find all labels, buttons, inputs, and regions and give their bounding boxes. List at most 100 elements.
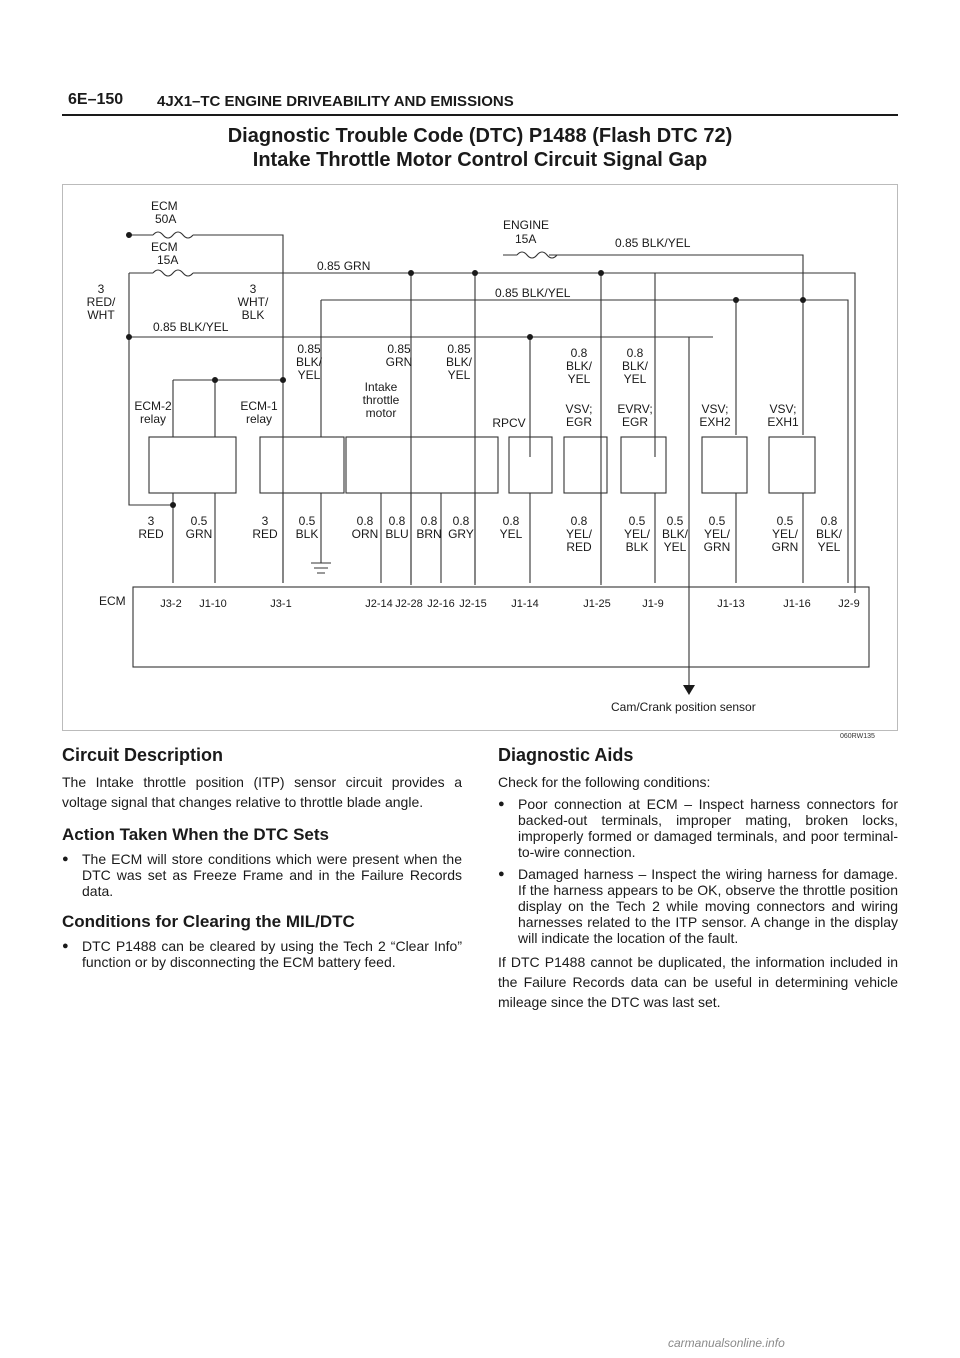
circuit-description-heading: Circuit Description: [62, 745, 224, 765]
component-label: ECM-2: [134, 399, 172, 413]
upper-wire-label: 0.8: [571, 346, 588, 360]
component-label: ECM-1: [240, 399, 278, 413]
upper-wire-label: 0.85: [297, 342, 321, 356]
lower-wire-label: YEL/: [624, 527, 651, 541]
lower-wire-label: BLK/: [662, 527, 689, 541]
ecm-pin-label: J2-15: [459, 598, 487, 610]
action-taken-heading: Action Taken When the DTC Sets: [62, 825, 329, 844]
lower-wire-label: 3: [148, 514, 155, 528]
circuit-description-text: The Intake throttle position (ITP) senso…: [62, 774, 462, 810]
upper-wire-label: BLK/: [622, 359, 649, 373]
wire-label-blkyel: 0.85 BLK/YEL: [495, 286, 571, 300]
lower-wire-label: 0.5: [709, 514, 726, 528]
upper-wire-label: YEL: [568, 372, 591, 386]
component-label: EXH2: [699, 415, 731, 429]
wire-label-grn: 0.85 GRN: [317, 259, 370, 273]
component-label: VSV;: [702, 402, 729, 416]
component-label: throttle: [363, 393, 400, 407]
lower-wire-label: 3: [262, 514, 269, 528]
lower-wire-label: BRN: [416, 527, 441, 541]
ecm-pin-label: J3-1: [270, 598, 291, 610]
component-label: EVRV;: [617, 402, 652, 416]
clearing-list: DTC P1488 can be cleared by using the Te…: [62, 938, 462, 970]
ecm-pin-label: J2-28: [395, 598, 423, 610]
ecm-pin-label: J2-14: [365, 598, 393, 610]
upper-wire-label: 3: [98, 282, 105, 296]
upper-wire-label: RED/: [87, 295, 116, 309]
upper-wire-label: BLK/: [446, 355, 473, 369]
list-item: Damaged harness – Inspect the wiring har…: [498, 866, 898, 946]
upper-wire-label: YEL: [624, 372, 647, 386]
fuse-engine-line2: 15A: [515, 232, 536, 246]
lower-wire-label: 0.5: [299, 514, 316, 528]
lower-wire-label: GRN: [772, 540, 799, 554]
ecm-label: ECM: [99, 594, 126, 608]
upper-wire-label: 0.85: [387, 342, 411, 356]
action-taken-list: The ECM will store conditions which were…: [62, 851, 462, 899]
lower-wire-label: 0.5: [777, 514, 794, 528]
upper-wire-label: YEL: [448, 368, 471, 382]
component-label: EXH1: [767, 415, 799, 429]
lower-wire-label: 0.8: [503, 514, 520, 528]
lower-wire-label: RED: [252, 527, 278, 541]
lower-wire-label: RED: [138, 527, 164, 541]
lower-wire-label: 0.5: [191, 514, 208, 528]
diagnostic-aids-heading: Diagnostic Aids: [498, 745, 634, 765]
lower-wire-label: BLK: [626, 540, 649, 554]
lower-wire-label: 0.8: [389, 514, 406, 528]
component-label: EGR: [566, 415, 592, 429]
wiring-diagram: ECM 50A ECM 15A ENGINE 15A 0.85 GRN 0.85…: [62, 184, 898, 731]
ecm-pin-label: J1-10: [199, 598, 227, 610]
ecm-pin-label: J1-16: [783, 598, 811, 610]
upper-wire-label: WHT: [87, 308, 115, 322]
component-label: relay: [246, 412, 272, 426]
ecm-pin-label: J1-13: [717, 598, 745, 610]
lower-wire-label: YEL/: [566, 527, 593, 541]
upper-wire-label: 0.85: [447, 342, 471, 356]
lower-wire-label: 0.8: [453, 514, 470, 528]
fuse-ecm15-line2: 15A: [157, 253, 178, 267]
component-label: motor: [366, 406, 397, 420]
lower-wire-label: 0.5: [667, 514, 684, 528]
lower-wire-label: 0.8: [421, 514, 438, 528]
section-title: 4JX1–TC ENGINE DRIVEABILITY AND EMISSION…: [157, 93, 514, 110]
lower-wire-label: YEL: [664, 540, 687, 554]
upper-wire-label: 3: [250, 282, 257, 296]
ecm-pin-label: J1-9: [642, 598, 663, 610]
diagram-labels: 3RED/WHT3WHT/BLK0.85BLK/YEL0.85GRN0.85BL…: [87, 282, 860, 610]
component-label: EGR: [622, 415, 648, 429]
diagnostic-aids-list: Poor connection at ECM – Inspect harness…: [498, 796, 898, 946]
ecm-pin-label: J1-25: [583, 598, 611, 610]
wiring-diagram-svg: ECM 50A ECM 15A ENGINE 15A 0.85 GRN 0.85…: [87, 199, 870, 714]
wire-label-blkyel-left: 0.85 BLK/YEL: [153, 320, 229, 334]
upper-wire-label: WHT/: [238, 295, 269, 309]
ecm-pin-label: J3-2: [160, 598, 181, 610]
lower-wire-label: YEL: [500, 527, 523, 541]
list-item: DTC P1488 can be cleared by using the Te…: [62, 938, 462, 970]
upper-wire-label: BLK: [242, 308, 265, 322]
fuse-engine-line1: ENGINE: [503, 218, 549, 232]
lower-wire-label: RED: [566, 540, 592, 554]
list-item: The ECM will store conditions which were…: [62, 851, 462, 899]
sensor-label: Cam/Crank position sensor: [611, 700, 756, 714]
lower-wire-label: YEL: [818, 540, 841, 554]
document-title: Diagnostic Trouble Code (DTC) P1488 (Fla…: [62, 124, 898, 172]
upper-wire-label: BLK/: [566, 359, 593, 373]
diagnostic-aids-closing: If DTC P1488 cannot be duplicated, the i…: [498, 954, 898, 1010]
ecm-pin-label: J2-9: [838, 598, 859, 610]
lower-wire-label: BLK: [296, 527, 319, 541]
lower-wire-label: 0.8: [357, 514, 374, 528]
lower-wire-label: GRN: [704, 540, 731, 554]
figure-id: 060RW135: [840, 733, 875, 740]
component-label: Intake: [365, 380, 398, 394]
fuse-ecm50-line2: 50A: [155, 212, 176, 226]
lower-wire-label: ORN: [352, 527, 379, 541]
ecm-pin-label: J1-14: [511, 598, 539, 610]
lower-wire-label: 0.5: [629, 514, 646, 528]
lower-wire-label: GRN: [186, 527, 213, 541]
upper-wire-label: BLK/: [296, 355, 323, 369]
left-column: Circuit Description The Intake throttle …: [62, 744, 462, 976]
header-rule: [62, 114, 898, 116]
page-number: 6E–150: [68, 91, 124, 108]
lower-wire-label: 0.8: [821, 514, 838, 528]
